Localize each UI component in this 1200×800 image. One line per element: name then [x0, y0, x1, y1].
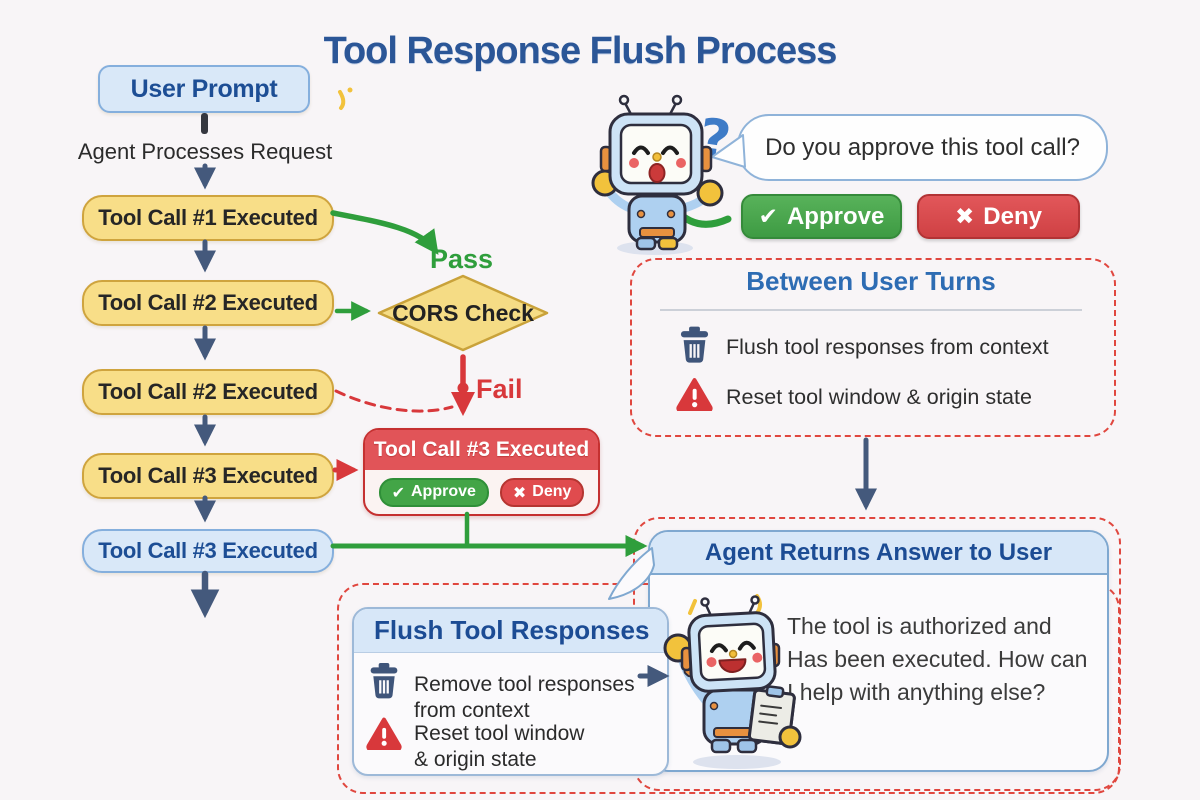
flush-panel: Flush Tool Responses [352, 607, 669, 776]
between-turns-item-flush: Flush tool responses from context [726, 335, 1049, 359]
approve-label: Approve [410, 483, 476, 500]
trash-icon [368, 662, 400, 700]
fail-dashed-curve [334, 389, 454, 413]
tool-call-1-box: Tool Call #1 Executed [82, 195, 334, 241]
approve-button-small[interactable]: ✔ Approve [378, 477, 489, 507]
between-turns-panel [630, 258, 1116, 437]
message-line: The tool is authorized and [787, 613, 1052, 639]
deny-label: Deny [532, 483, 572, 500]
warning-icon [676, 377, 713, 411]
agent-answer-header: Agent Returns Answer to User [650, 532, 1107, 575]
pass-label: Pass [430, 244, 494, 274]
deny-label: Deny [983, 202, 1042, 230]
flush-panel-title: Flush Tool Responses [354, 609, 667, 653]
process-request-label: Agent Processes Request [77, 139, 333, 164]
cors-check-diamond: CORS Check [377, 274, 549, 352]
tool-call-2-box: Tool Call #2 Executed [82, 280, 334, 326]
warning-icon [366, 716, 402, 750]
between-turns-item-reset: Reset tool window & origin state [726, 385, 1032, 409]
deny-button-small[interactable]: ✖ Deny [499, 477, 585, 507]
tool-call-3-box: Tool Call #3 Executed [82, 453, 334, 499]
between-turns-title: Between User Turns [746, 266, 996, 296]
connector-stub [201, 113, 208, 134]
approval-card: Tool Call #3 Executed ✔ Approve ✖ Deny [363, 428, 600, 516]
agent-answer-message: The tool is authorized and Has been exec… [787, 610, 1107, 709]
trash-icon [678, 326, 711, 364]
tool-call-2b-box: Tool Call #2 Executed [82, 369, 334, 415]
check-icon: ✔ [758, 203, 778, 230]
tool-call-3-final-box: Tool Call #3 Executed [82, 529, 334, 573]
approve-button[interactable]: ✔ Approve [741, 194, 902, 239]
fail-dot [457, 382, 469, 394]
x-icon: ✖ [955, 203, 975, 230]
page-title: Tool Response Flush Process [323, 30, 838, 72]
flush-item-remove: Remove tool responses from context [414, 673, 635, 722]
approval-card-title: Tool Call #3 Executed [365, 430, 598, 470]
deny-button[interactable]: ✖ Deny [917, 194, 1080, 239]
flush-item-reset: Reset tool window & origin state [414, 722, 585, 771]
message-line: I help with anything else? [787, 679, 1046, 705]
user-prompt-box: User Prompt [98, 65, 310, 113]
divider [660, 309, 1082, 311]
check-icon: ✔ [391, 482, 405, 502]
message-line: Has been executed. How can [787, 646, 1088, 672]
approve-label: Approve [786, 202, 885, 230]
svg-text:CORS Check: CORS Check [392, 300, 534, 326]
approval-question-bubble: Do you approve this tool call? [737, 114, 1108, 181]
green-swoosh [672, 206, 732, 228]
question-mark: ? [694, 106, 735, 173]
x-icon: ✖ [512, 482, 527, 502]
fail-label: Fail [476, 374, 523, 404]
